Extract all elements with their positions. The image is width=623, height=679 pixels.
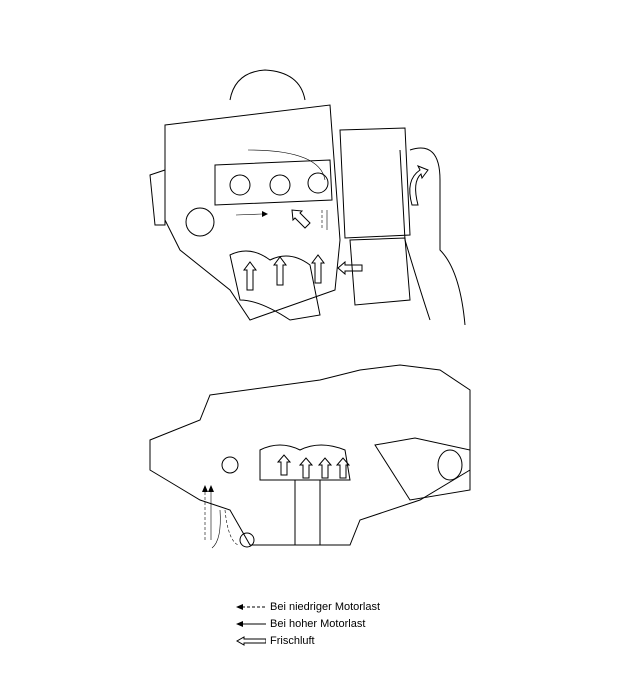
legend-item-high-load: Bei hoher Motorlast	[236, 615, 380, 632]
legend-item-low-load: Bei niedriger Motorlast	[236, 598, 380, 615]
legend-item-fresh-air: Frischluft	[236, 632, 380, 649]
low-high-load-arrows	[202, 454, 351, 549]
legend-label: Bei niedriger Motorlast	[270, 600, 381, 613]
solid-arrow-icon	[236, 620, 266, 627]
legend: Bei niedriger Motorlast Bei hoher Motorl…	[236, 598, 380, 649]
legend-label: Bei hoher Motorlast	[270, 617, 366, 630]
hollow-arrow-icon	[236, 635, 266, 646]
engine-diagram	[149, 69, 471, 549]
dashed-arrow-icon	[236, 603, 266, 610]
legend-label: Frischluft	[270, 634, 315, 647]
fresh-air-arrows	[243, 209, 363, 291]
engine-front-view	[149, 364, 471, 549]
engine-top-view	[149, 69, 466, 326]
